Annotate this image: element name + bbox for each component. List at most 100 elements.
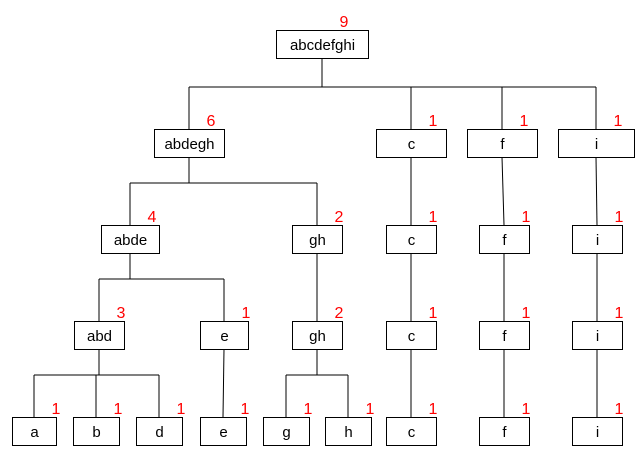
- node-box: [276, 30, 369, 59]
- tree-node-e1: e1: [200, 305, 251, 350]
- tree-node-i2: i1: [572, 209, 624, 254]
- node-label: abdegh: [164, 136, 214, 153]
- node-count: 1: [615, 401, 624, 418]
- node-count: 1: [615, 209, 624, 226]
- tree-node-f4: f1: [479, 401, 531, 446]
- node-label: b: [92, 424, 100, 441]
- node-label: f: [502, 232, 507, 249]
- tree-node-abdegh: abdegh 6: [154, 113, 225, 158]
- node-count: 1: [429, 305, 438, 322]
- node-box: [386, 321, 437, 350]
- tree-node-d: d1: [136, 401, 186, 446]
- node-count: 2: [335, 305, 344, 322]
- node-label: e: [220, 328, 228, 345]
- node-count: 1: [615, 305, 624, 322]
- node-label: i: [596, 328, 599, 345]
- tree-node-h: h1: [325, 401, 375, 446]
- tree-node-c3: c1: [386, 305, 438, 350]
- node-box: [154, 129, 225, 158]
- node-box: [74, 321, 125, 350]
- node-count: 1: [304, 401, 313, 418]
- node-box: [386, 225, 437, 254]
- node-count: 1: [366, 401, 375, 418]
- tree-node-i3: i1: [572, 305, 624, 350]
- tree-node-c4: c1: [386, 401, 438, 446]
- tree-node-abd: abd 3: [74, 305, 126, 350]
- node-box: [479, 417, 530, 446]
- node-box: [292, 321, 343, 350]
- tree-node-gh2: gh2: [292, 305, 344, 350]
- node-box: [386, 417, 437, 446]
- node-box: [136, 417, 183, 446]
- tree-node-e2: e1: [200, 401, 250, 446]
- node-box: [558, 129, 635, 158]
- node-count: 1: [52, 401, 61, 418]
- node-count: 4: [148, 209, 157, 226]
- node-label: f: [500, 136, 505, 153]
- tree-node-f3: f1: [479, 305, 531, 350]
- node-count: 1: [177, 401, 186, 418]
- node-label: i: [595, 136, 598, 153]
- tree-node-c2: c1: [386, 209, 438, 254]
- node-label: a: [30, 424, 39, 441]
- node-box: [467, 129, 538, 158]
- tree-node-i4: i1: [572, 401, 624, 446]
- node-count: 1: [114, 401, 123, 418]
- node-box: [325, 417, 372, 446]
- node-label: abde: [114, 232, 147, 249]
- node-box: [479, 225, 530, 254]
- tree-node-i1: i1: [558, 113, 635, 158]
- nodes-layer: abcdefghi9abdegh6c1f1i1abde4gh2c1f1i1abd…: [12, 14, 635, 446]
- node-count: 1: [614, 113, 623, 130]
- tree-node-f1: f1: [467, 113, 538, 158]
- node-label: abd: [87, 328, 112, 345]
- node-box: [572, 225, 623, 254]
- node-label: f: [502, 424, 507, 441]
- tree-node-g: g1: [263, 401, 313, 446]
- node-label: g: [282, 424, 290, 441]
- node-box: [101, 225, 160, 254]
- tree-node-f2: f1: [479, 209, 531, 254]
- node-label: c: [408, 424, 416, 441]
- node-count: 1: [241, 401, 250, 418]
- node-count: 3: [117, 305, 126, 322]
- node-label: i: [596, 232, 599, 249]
- node-count: 1: [522, 209, 531, 226]
- node-box: [479, 321, 530, 350]
- edge-f1-f2: [501, 156, 505, 226]
- node-box: [12, 417, 57, 446]
- node-count: 1: [429, 113, 438, 130]
- tree-node-root: abcdefghi 9: [276, 14, 369, 59]
- node-count: 1: [520, 113, 529, 130]
- node-label: e: [219, 424, 227, 441]
- edges-layer: [33, 58, 598, 418]
- node-box: [263, 417, 310, 446]
- node-label: h: [344, 424, 352, 441]
- node-box: [376, 129, 447, 158]
- node-label: abcdefghi: [290, 37, 355, 54]
- tree-node-b: b1: [73, 401, 123, 446]
- tree-node-gh1: gh 2: [292, 209, 344, 254]
- node-box: [200, 321, 249, 350]
- node-count: 2: [335, 209, 344, 226]
- node-box: [200, 417, 247, 446]
- edge-e1-e2: [222, 348, 225, 418]
- node-count: 9: [340, 14, 349, 31]
- node-box: [292, 225, 343, 254]
- node-label: c: [408, 136, 416, 153]
- node-count: 1: [242, 305, 251, 322]
- tree-node-a: a1: [12, 401, 61, 446]
- node-label: c: [408, 232, 416, 249]
- node-count: 1: [522, 305, 531, 322]
- node-box: [572, 417, 623, 446]
- node-count: 1: [522, 401, 531, 418]
- node-label: i: [596, 424, 599, 441]
- node-box: [73, 417, 120, 446]
- tree-node-c1: c1: [376, 113, 447, 158]
- node-count: 6: [207, 113, 216, 130]
- node-label: c: [408, 328, 416, 345]
- node-label: gh: [309, 232, 326, 249]
- node-box: [572, 321, 623, 350]
